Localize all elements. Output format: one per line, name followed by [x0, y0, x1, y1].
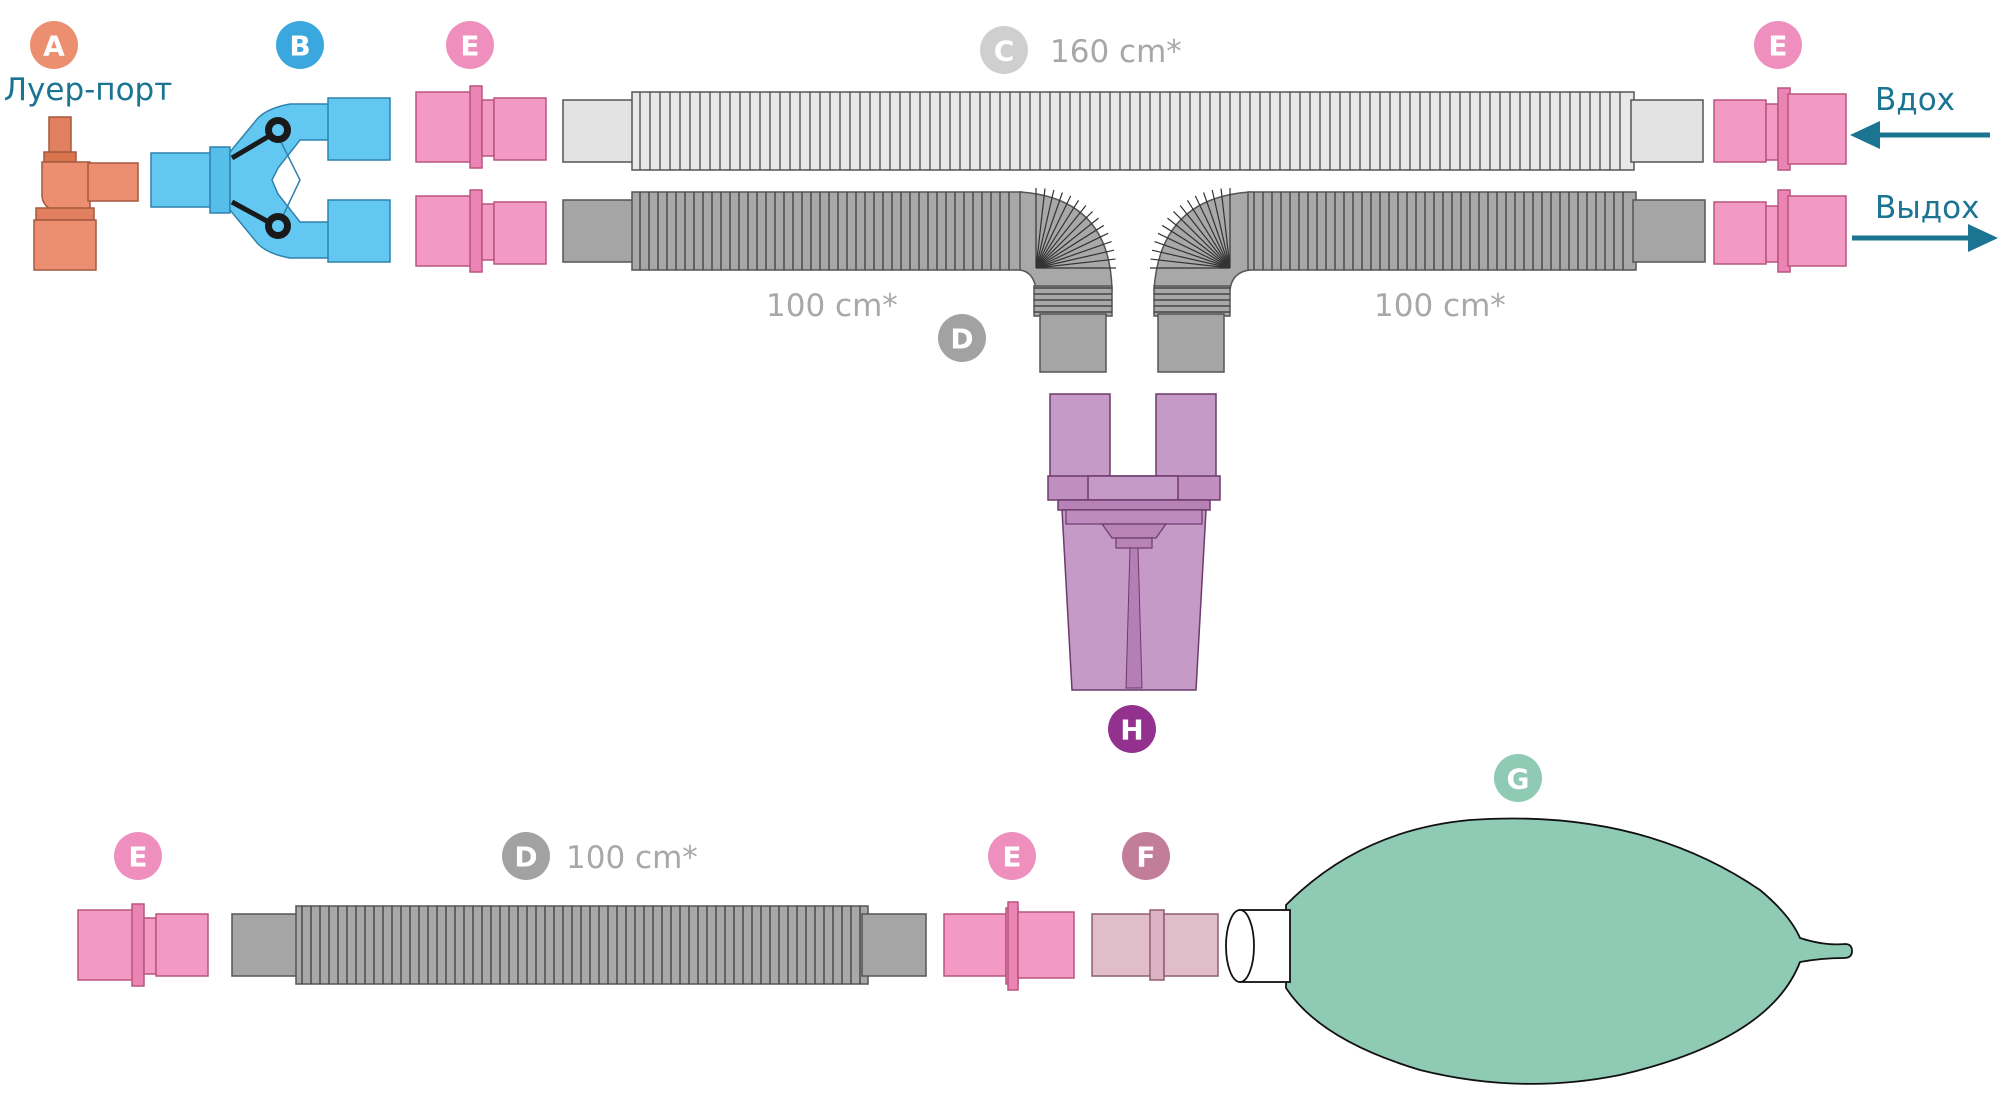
- hose-bend-ridge: [1167, 217, 1231, 269]
- svg-text:E: E: [128, 841, 147, 874]
- hose-bend-ridge: [1186, 199, 1231, 269]
- hose-bend-ridge: [1035, 211, 1093, 269]
- hose-bend-ridge: [1035, 199, 1080, 269]
- svg-text:G: G: [1507, 763, 1530, 796]
- hose-bend-ridge: [1157, 232, 1231, 269]
- hose-d-left-ridges: [639, 192, 1010, 270]
- hose-bend-ridge: [1203, 192, 1231, 269]
- breathing-bag-g: [1225, 817, 1853, 1085]
- hose-bend-ridge: [1161, 224, 1231, 269]
- hose-d-bottom: [231, 905, 927, 985]
- badge-g: G: [1494, 754, 1542, 802]
- svg-text:B: B: [289, 30, 310, 63]
- badge-d-top: D: [938, 314, 986, 362]
- length-label-100-left: 100 cm*: [766, 288, 898, 324]
- hose-bend-ridge: [1151, 249, 1231, 269]
- connector-e-top-right-upper: [1713, 87, 1847, 171]
- hose-c-ridges: [639, 92, 1621, 170]
- inhale-label: Вдох: [1875, 82, 1955, 118]
- hose-d-right-ridges: [1253, 192, 1624, 270]
- length-label-100-bottom: 100 cm*: [566, 840, 698, 876]
- hose-bend-ridge: [1035, 205, 1087, 269]
- badge-e-bottom-left: E: [114, 832, 162, 880]
- luer-port-elbow: [33, 116, 139, 271]
- hose-bend-ridge: [1035, 224, 1105, 269]
- hose-d-left-vertical-ridges: [1034, 287, 1112, 313]
- hose-bend-ridge: [1220, 188, 1231, 269]
- connector-e-bottom-left: [77, 903, 209, 987]
- hose-bend-ridge: [1194, 195, 1231, 269]
- exhale-label: Выдох: [1875, 190, 1980, 226]
- connector-e-bottom-middle: [943, 901, 1075, 991]
- badge-c: C: [980, 26, 1028, 74]
- hose-bend-ridge: [1035, 195, 1072, 269]
- connector-e-top-left-upper: [415, 85, 547, 169]
- svg-text:A: A: [43, 30, 65, 63]
- hose-bend-ridge: [1211, 189, 1231, 269]
- badge-e-bottom-middle: E: [988, 832, 1036, 880]
- length-label-160: 160 cm*: [1050, 34, 1182, 70]
- hose-d-right-bend: [1150, 188, 1231, 269]
- badge-e-top-right: E: [1754, 21, 1802, 69]
- connector-f: [1091, 909, 1219, 981]
- hose-bend-ridge: [1150, 258, 1231, 269]
- hose-d-bottom-ridges: [301, 906, 861, 984]
- hose-d-left-bend: [1035, 188, 1116, 269]
- hose-bend-ridge: [1035, 189, 1055, 269]
- water-trap-h: [1047, 393, 1221, 691]
- hose-bend-ridge: [1035, 217, 1099, 269]
- y-piece: [150, 97, 391, 263]
- arrow-left-icon: [1850, 121, 1990, 149]
- length-label-100-right: 100 cm*: [1374, 288, 1506, 324]
- badge-h: H: [1108, 705, 1156, 753]
- hose-d-right-vertical-ridges: [1154, 287, 1230, 313]
- hose-bend-ridge: [1035, 192, 1063, 269]
- luer-port-label: Луер-порт: [4, 72, 173, 108]
- hose-bend-ridge: [1154, 241, 1231, 269]
- hose-c-160: [562, 91, 1704, 171]
- badge-d-bottom: D: [502, 832, 550, 880]
- badge-b: B: [276, 21, 324, 69]
- svg-text:F: F: [1136, 841, 1155, 874]
- hose-bend-ridge: [1035, 249, 1115, 269]
- badge-f: F: [1122, 832, 1170, 880]
- svg-text:D: D: [514, 841, 537, 874]
- svg-text:E: E: [1768, 30, 1787, 63]
- badge-a: A: [30, 21, 78, 69]
- svg-text:C: C: [994, 35, 1015, 68]
- hose-bend-ridge: [1173, 211, 1231, 269]
- hose-bend-ridge: [1035, 188, 1046, 269]
- hose-d-left: [562, 188, 1116, 373]
- svg-text:E: E: [1002, 841, 1021, 874]
- hose-d-right: [1150, 188, 1706, 373]
- connector-e-top-left-lower: [415, 189, 547, 273]
- badge-e-top-left: E: [446, 21, 494, 69]
- arrow-right-icon: [1852, 224, 1998, 252]
- hose-bend-ridge: [1035, 241, 1112, 269]
- hose-bend-ridge: [1035, 258, 1116, 269]
- hose-bend-ridge: [1179, 205, 1231, 269]
- svg-text:E: E: [460, 30, 479, 63]
- svg-text:D: D: [950, 323, 973, 356]
- svg-text:H: H: [1120, 714, 1143, 747]
- connector-e-top-right-lower: [1713, 189, 1847, 273]
- hose-bend-ridge: [1035, 232, 1109, 269]
